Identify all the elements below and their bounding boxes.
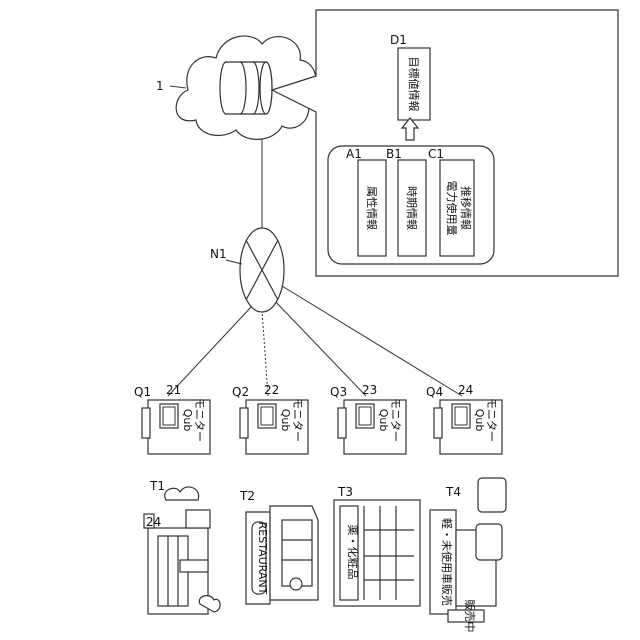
power-ref-label: C1 <box>428 147 444 161</box>
monitor-num-23: 23 <box>362 383 377 397</box>
monitor-num-22: 22 <box>264 383 279 397</box>
monitor-type-text: モニター <box>291 398 304 442</box>
store-ref-t4: T4 <box>445 485 461 499</box>
monitor-ref-q3: Q3 <box>330 385 347 399</box>
monitor-ref-q1: Q1 <box>134 385 151 399</box>
network-node-icon <box>240 228 284 312</box>
monitor-ref-q2: Q2 <box>232 385 249 399</box>
link-line-23 <box>272 298 366 396</box>
monitor-num-21: 21 <box>166 383 181 397</box>
store-ref-t1: T1 <box>149 479 165 493</box>
period-ref-label: B1 <box>386 147 402 161</box>
t2-sign-text: RESTAURANT <box>256 522 269 595</box>
t4-sale-sign-text: 販売中 <box>463 600 476 633</box>
power-info-text-1: 電力使用量 <box>445 181 458 236</box>
t3-sign-text: 薬・化粧品 <box>346 525 360 580</box>
monitor-num-24: 24 <box>458 383 473 397</box>
monitor-ref-q4: Q4 <box>426 385 443 399</box>
target-info-text: 目標値情報 <box>407 57 421 112</box>
target-ref-label: D1 <box>390 33 407 47</box>
monitor-type-text: モニター <box>389 398 402 442</box>
database-server-icon <box>220 62 272 114</box>
t1-sign-text: 24 <box>146 515 161 529</box>
monitor-model-text: Qub <box>377 409 390 432</box>
monitor-model-text: Qub <box>279 409 292 432</box>
monitor-type-text: モニター <box>485 398 498 442</box>
store-ref-t3: T3 <box>337 485 353 499</box>
link-line-24 <box>282 286 462 396</box>
period-info-text: 時期情報 <box>405 186 418 230</box>
monitor-type-text: モニター <box>193 398 206 442</box>
monitor-model-text: Qub <box>181 409 194 432</box>
t4-sign-text: 軽・未使用車販売 <box>440 518 454 606</box>
server-ref-label: 1 <box>156 79 164 93</box>
network-ref-label: N1 <box>210 247 227 261</box>
store-ref-t2: T2 <box>239 489 255 503</box>
power-info-text-2: 推移情報 <box>459 186 473 230</box>
monitor-model-text: Qub <box>473 409 486 432</box>
attribute-ref-label: A1 <box>346 147 362 161</box>
attribute-info-text: 属性情報 <box>365 186 379 230</box>
monitor-group: Q121QubモニターQ222QubモニターQ323QubモニターQ424Qub… <box>134 383 502 454</box>
store-building-t1 <box>144 487 220 614</box>
